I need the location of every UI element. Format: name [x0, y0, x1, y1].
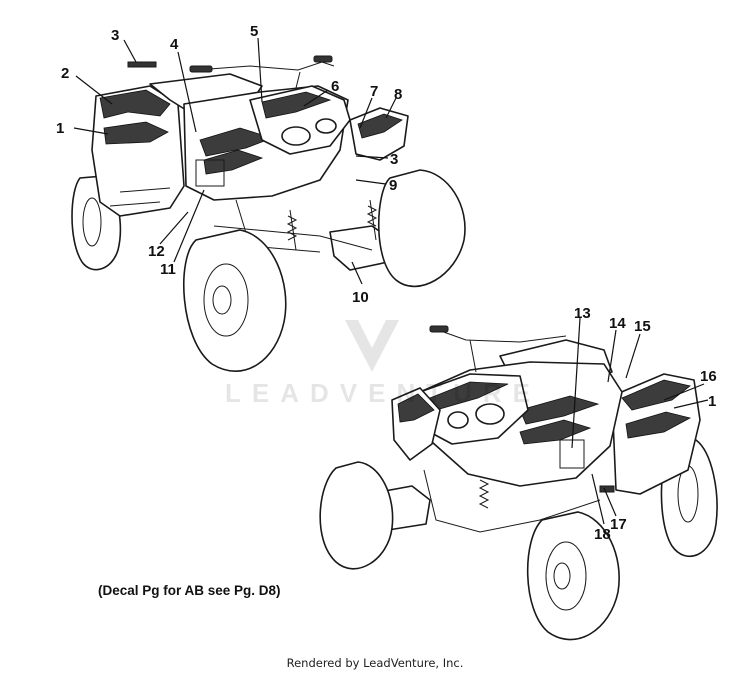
- atv-front-view: [319, 325, 718, 641]
- callout-3b: 3: [390, 151, 398, 168]
- leader-lines: [73, 37, 709, 525]
- watermark-logo: [345, 320, 399, 372]
- callout-3a: 3: [111, 27, 119, 44]
- callout-labels: 1 2 3 4 5 6 7 8 3 9 10 11 12 13 14 15 16…: [56, 23, 717, 543]
- callout-16: 16: [700, 368, 717, 385]
- callout-10: 10: [352, 289, 369, 306]
- front-tire-left-2: [526, 511, 620, 641]
- callout-12: 12: [148, 243, 165, 260]
- callout-14: 14: [609, 315, 626, 332]
- watermark-text: LEADVENTURE: [224, 378, 541, 408]
- callout-2: 2: [61, 65, 69, 82]
- callout-1b: 1: [708, 393, 716, 410]
- handlebar-2: [437, 329, 567, 373]
- front-tire-right: [377, 169, 466, 288]
- callout-7: 7: [370, 83, 378, 100]
- callout-13: 13: [574, 305, 591, 322]
- callout-11: 11: [160, 261, 176, 278]
- callout-17: 17: [610, 516, 627, 533]
- render-credit: Rendered by LeadVenture, Inc.: [286, 656, 464, 670]
- callout-9: 9: [389, 177, 397, 194]
- callout-18: 18: [594, 526, 611, 543]
- front-tire-left: [183, 229, 287, 372]
- callout-15: 15: [634, 318, 651, 335]
- callout-1a: 1: [56, 120, 64, 137]
- decal-note: (Decal Pg for AB see Pg. D8): [98, 583, 281, 598]
- front-tire-right-2: [319, 461, 394, 570]
- atv-rear-view: [71, 55, 466, 372]
- callout-6: 6: [331, 78, 339, 95]
- callout-8: 8: [394, 86, 402, 103]
- handlebar: [195, 61, 335, 89]
- rear-fender-decal: [99, 89, 171, 119]
- callout-4: 4: [170, 36, 179, 53]
- callout-5: 5: [250, 23, 258, 40]
